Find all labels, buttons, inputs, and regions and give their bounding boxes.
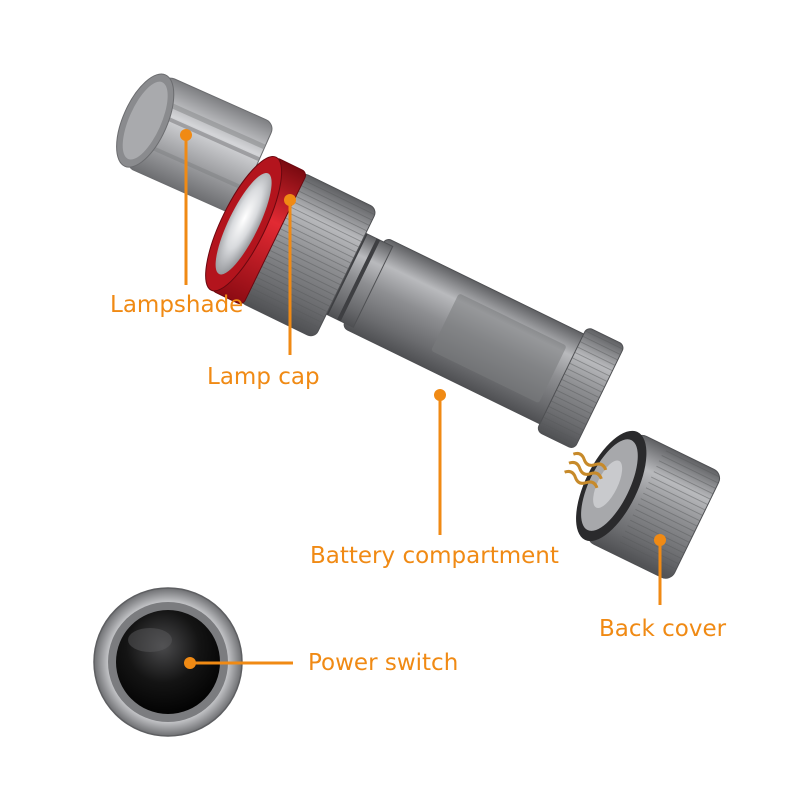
- label-battery-compartment: Battery compartment: [310, 543, 559, 569]
- label-back-cover: Back cover: [599, 616, 727, 642]
- back-cover-part: [564, 430, 721, 579]
- callout-back-cover: [654, 534, 666, 605]
- callout-lampshade: [180, 129, 192, 285]
- callout-battery-compartment: [434, 389, 446, 535]
- lampshade-part: [116, 73, 273, 213]
- callout-power-switch: [184, 657, 293, 669]
- flashlight-body: [205, 156, 624, 448]
- callout-lamp-cap: [284, 194, 296, 355]
- label-power-switch: Power switch: [308, 650, 459, 676]
- power-switch-part: [93, 587, 243, 737]
- label-lamp-cap: Lamp cap: [207, 364, 320, 390]
- label-lampshade: Lampshade: [110, 292, 244, 318]
